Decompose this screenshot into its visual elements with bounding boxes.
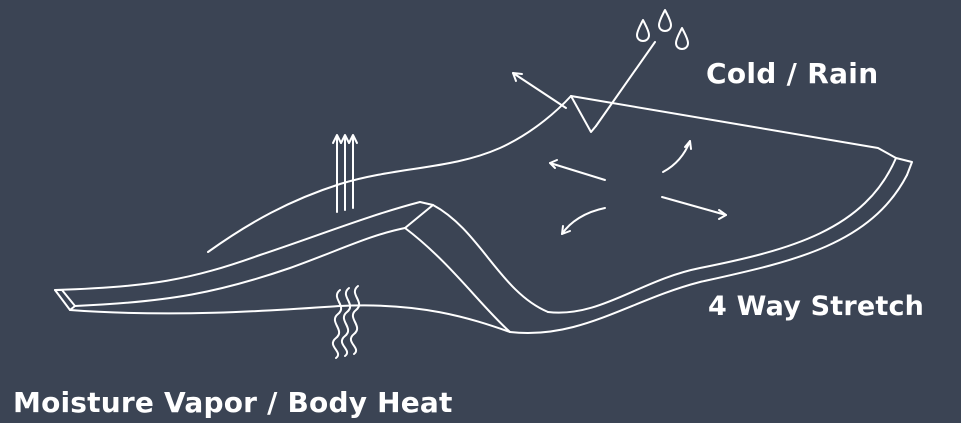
cold-rain-label: Cold / Rain: [706, 57, 879, 90]
rain-indicator: [512, 9, 689, 127]
rain-deflect-arrow: [512, 72, 567, 109]
rain-path-line: [595, 41, 656, 127]
moisture-vapor-label: Moisture Vapor / Body Heat: [13, 386, 453, 419]
vapor-arrows-icon: [332, 134, 358, 213]
raindrop-icon-1: [636, 19, 650, 42]
four-way-stretch-label: 4 Way Stretch: [708, 291, 925, 322]
four-way-arrows-icon: [549, 140, 727, 235]
raindrop-icon-3: [675, 27, 689, 50]
heat-waves-icon: [331, 285, 361, 359]
raindrop-icon-2: [658, 9, 672, 32]
fabric-sheet: [54, 95, 913, 334]
